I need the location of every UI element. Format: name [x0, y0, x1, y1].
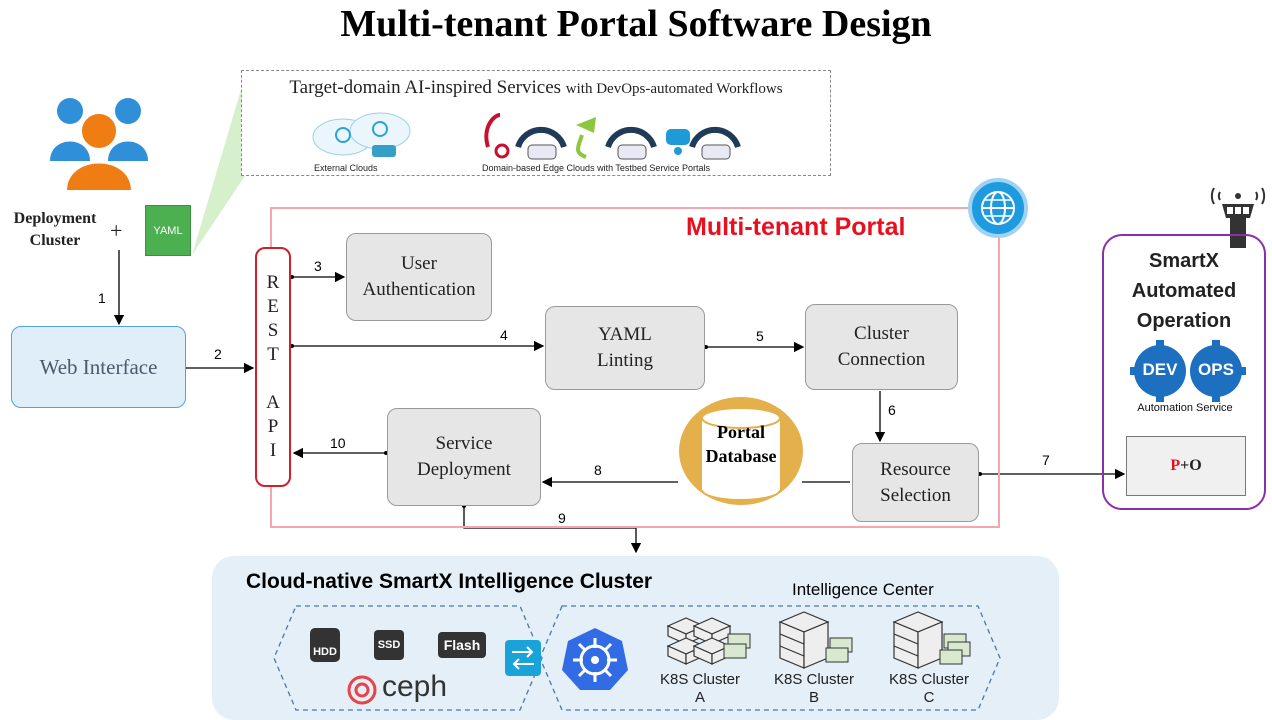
- automation-service-label: Automation Service: [1137, 402, 1233, 414]
- p-plus-o-box: P+O: [1126, 436, 1246, 496]
- smartx-operation-box: [1102, 234, 1266, 510]
- users-group-icon: [50, 98, 148, 191]
- portal-database-label: Portal Database: [705, 422, 777, 466]
- deployment-cluster-label: Deployment Cluster: [13, 210, 97, 249]
- resource-selection-box: Resource Selection: [852, 443, 979, 522]
- rest-api-letter: S: [267, 320, 279, 341]
- k8s-cluster-b-icon: [778, 611, 853, 669]
- step-2-label: 2: [214, 346, 222, 362]
- ssd-label: SSD: [377, 639, 401, 651]
- external-clouds-icon: [312, 112, 411, 157]
- hdd-label: HDD: [313, 646, 337, 658]
- portal-title: Multi-tenant Portal: [686, 213, 906, 241]
- devops-dev-text: DEV: [1142, 360, 1178, 379]
- step-10-label: 10: [330, 435, 346, 451]
- external-clouds-caption: External Clouds: [314, 163, 378, 173]
- rest-api-box: R E S T A P I: [255, 247, 291, 487]
- yaml-linting-label: YAML Linting: [597, 324, 653, 371]
- zoom-wedge: [192, 76, 245, 255]
- database-icon: [679, 397, 803, 505]
- service-deployment-box: Service Deployment: [387, 408, 541, 506]
- devops-logo-icon: [1130, 340, 1246, 402]
- ssd-icon: SSD: [374, 630, 404, 660]
- user-authentication-label: User Authentication: [362, 253, 476, 300]
- cluster-connection-box: Cluster Connection: [805, 304, 958, 390]
- services-title: Target-domain AI-inspired Services with …: [289, 77, 783, 98]
- ceph-label: ceph: [382, 670, 448, 703]
- control-tower-icon: [1210, 187, 1266, 248]
- yaml-file-icon: YAML: [145, 205, 191, 256]
- ceph-logo-icon: [347, 675, 377, 705]
- rest-api-letter: R: [266, 272, 280, 293]
- step-6-label: 6: [888, 402, 896, 418]
- devops-ops-text: OPS: [1198, 360, 1234, 379]
- web-interface-box: Web Interface: [11, 326, 186, 408]
- k8s-cluster-a-icon: [666, 617, 751, 665]
- step-5-label: 5: [756, 328, 764, 344]
- step-3-label: 3: [314, 258, 322, 274]
- yaml-file-label: YAML: [153, 224, 183, 237]
- target-services-box: Target-domain AI-inspired Services with …: [241, 70, 831, 176]
- hdd-icon: HDD: [310, 628, 340, 662]
- rest-api-letter: A: [266, 392, 280, 413]
- kubernetes-logo-icon: [562, 628, 628, 690]
- rest-api-letter: P: [267, 416, 279, 437]
- cluster-connection-label: Cluster Connection: [837, 323, 926, 370]
- step-1-label: 1: [98, 290, 106, 306]
- smartx-title: SmartX Automated Operation: [1131, 250, 1237, 332]
- rest-api-letter: I: [269, 440, 277, 461]
- plus-sign: +: [110, 218, 123, 243]
- edge-clouds-icon: [484, 113, 741, 160]
- intelligence-center-label: Intelligence Center: [792, 580, 934, 599]
- step-7-label: 7: [1042, 452, 1050, 468]
- intelligence-cluster-title: Cloud-native SmartX Intelligence Cluster: [246, 570, 653, 593]
- k8s-cluster-c-icon: [892, 611, 971, 669]
- arrow-9: [463, 506, 642, 554]
- edge-clouds-caption: Domain-based Edge Clouds with Testbed Se…: [482, 163, 710, 173]
- step-8-label: 8: [594, 462, 602, 478]
- p-label: P: [1170, 457, 1181, 474]
- flash-icon: Flash: [438, 632, 486, 658]
- page-title: Multi-tenant Portal Software Design: [340, 3, 932, 45]
- step-4-label: 4: [500, 327, 508, 343]
- step-9-label: 9: [558, 510, 566, 526]
- service-deployment-label: Service Deployment: [417, 433, 511, 480]
- plus-o-label: +O: [1180, 457, 1202, 474]
- user-authentication-box: User Authentication: [346, 233, 492, 321]
- network-switch-icon: [505, 640, 541, 676]
- yaml-linting-box: YAML Linting: [545, 306, 705, 390]
- resource-selection-label: Resource Selection: [880, 458, 951, 506]
- globe-icon: [968, 178, 1028, 238]
- flash-label: Flash: [443, 637, 481, 653]
- rest-api-letter: T: [267, 344, 279, 365]
- rest-api-letter: E: [267, 296, 279, 317]
- web-interface-label: Web Interface: [39, 354, 158, 379]
